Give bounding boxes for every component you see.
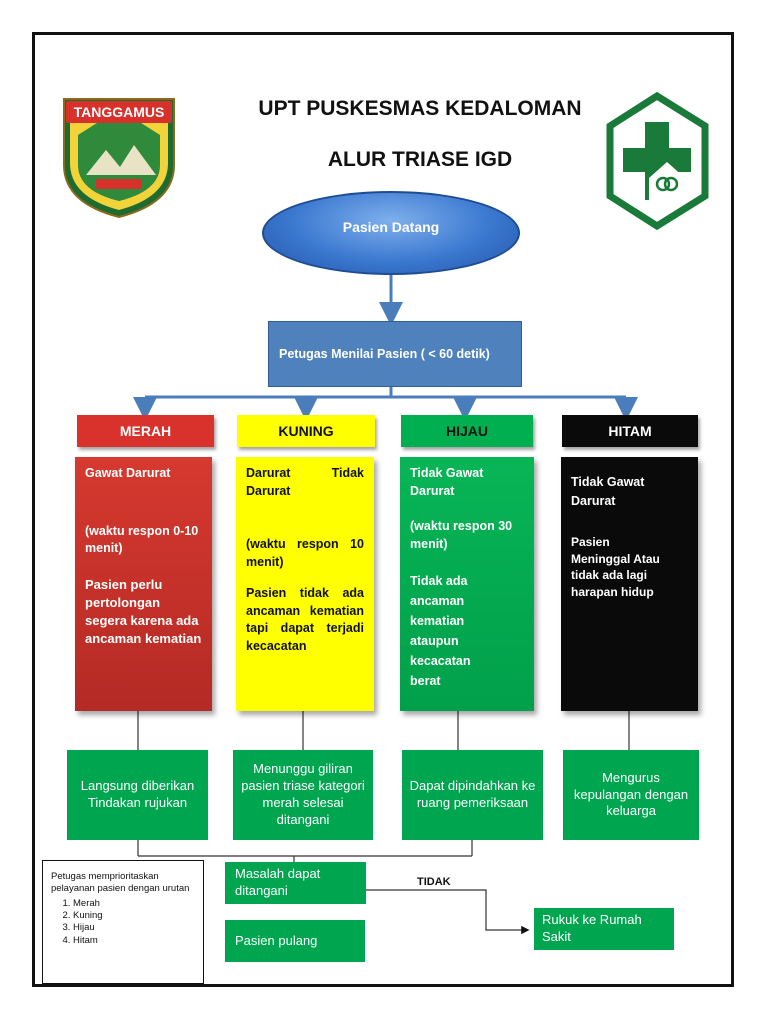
logo-text: TANGGAMUS (74, 104, 165, 120)
merah-description: Pasien perlu pertolongan segera karena a… (85, 576, 202, 647)
category-hijau-box: Tidak Gawat Darurat (waktu respon 30 men… (400, 457, 534, 711)
priority-list: Merah Kuning Hijau Hitam (51, 898, 195, 947)
category-hitam-box: Tidak Gawat Darurat Pasien Meninggal Ata… (561, 457, 698, 711)
priority-item: Hijau (73, 922, 195, 934)
category-merah-box: Gawat Darurat (waktu respon 0-10 menit) … (75, 457, 212, 711)
outcome-discharge: Pasien pulang (225, 920, 365, 962)
puskesmas-logo (606, 92, 709, 231)
category-hijau-label: HIJAU (401, 415, 533, 447)
hijau-status: Tidak Gawat Darurat (410, 466, 484, 498)
category-kuning-label: KUNING (237, 415, 375, 447)
outcome-referral: Rukuk ke Rumah Sakit (534, 908, 674, 950)
page-title: UPT PUSKESMAS KEDALOMAN (258, 97, 582, 120)
hijau-description: Tidak ada ancaman kematian ataupun kecac… (410, 574, 471, 688)
start-label: Pasien Datang (342, 219, 440, 235)
hitam-description: Pasien Meninggal Atau tidak ada lagi har… (571, 534, 660, 600)
merah-response-time: (waktu respon 0-10 menit) (85, 523, 199, 556)
action-hitam: Mengurus kepulangan dengan keluarga (563, 750, 699, 840)
category-hitam-label: HITAM (562, 415, 698, 447)
priority-note: Petugas memprioritaskan pelayanan pasien… (42, 860, 204, 984)
priority-item: Hitam (73, 935, 195, 947)
merah-status: Gawat Darurat (85, 466, 171, 480)
no-label: TIDAK (417, 876, 451, 888)
action-hijau: Dapat dipindahkan ke ruang pemeriksaan (402, 750, 543, 840)
hijau-response-time: (waktu respon 30 menit) (410, 519, 513, 551)
assessment-node: Petugas Menilai Pasien ( < 60 detik) (268, 321, 522, 387)
page-frame (32, 32, 734, 987)
start-node: Pasien Datang (262, 191, 520, 275)
priority-note-intro: Petugas memprioritaskan pelayanan pasien… (51, 871, 190, 895)
kuning-description: Pasien tidak ada ancaman kematian tapi d… (246, 586, 364, 653)
tanggamus-logo: TANGGAMUS (63, 98, 175, 219)
page-subtitle: ALUR TRIASE IGD (327, 148, 513, 171)
kuning-response-time: (waktu respon 10 menit) (246, 537, 364, 569)
outcome-handled: Masalah dapat ditangani (225, 862, 366, 904)
kuning-status: Darurat Tidak Darurat (246, 466, 364, 498)
priority-item: Kuning (73, 910, 195, 922)
hitam-status: Tidak Gawat Darurat (571, 475, 645, 509)
priority-item: Merah (73, 898, 195, 910)
assessment-label: Petugas Menilai Pasien ( < 60 detik) (279, 347, 490, 361)
category-merah-label: MERAH (77, 415, 214, 447)
category-kuning-box: Darurat Tidak Darurat (waktu respon 10 m… (236, 457, 374, 711)
action-merah: Langsung diberikan Tindakan rujukan (67, 750, 208, 840)
action-kuning: Menunggu giliran pasien triase kategori … (233, 750, 373, 840)
